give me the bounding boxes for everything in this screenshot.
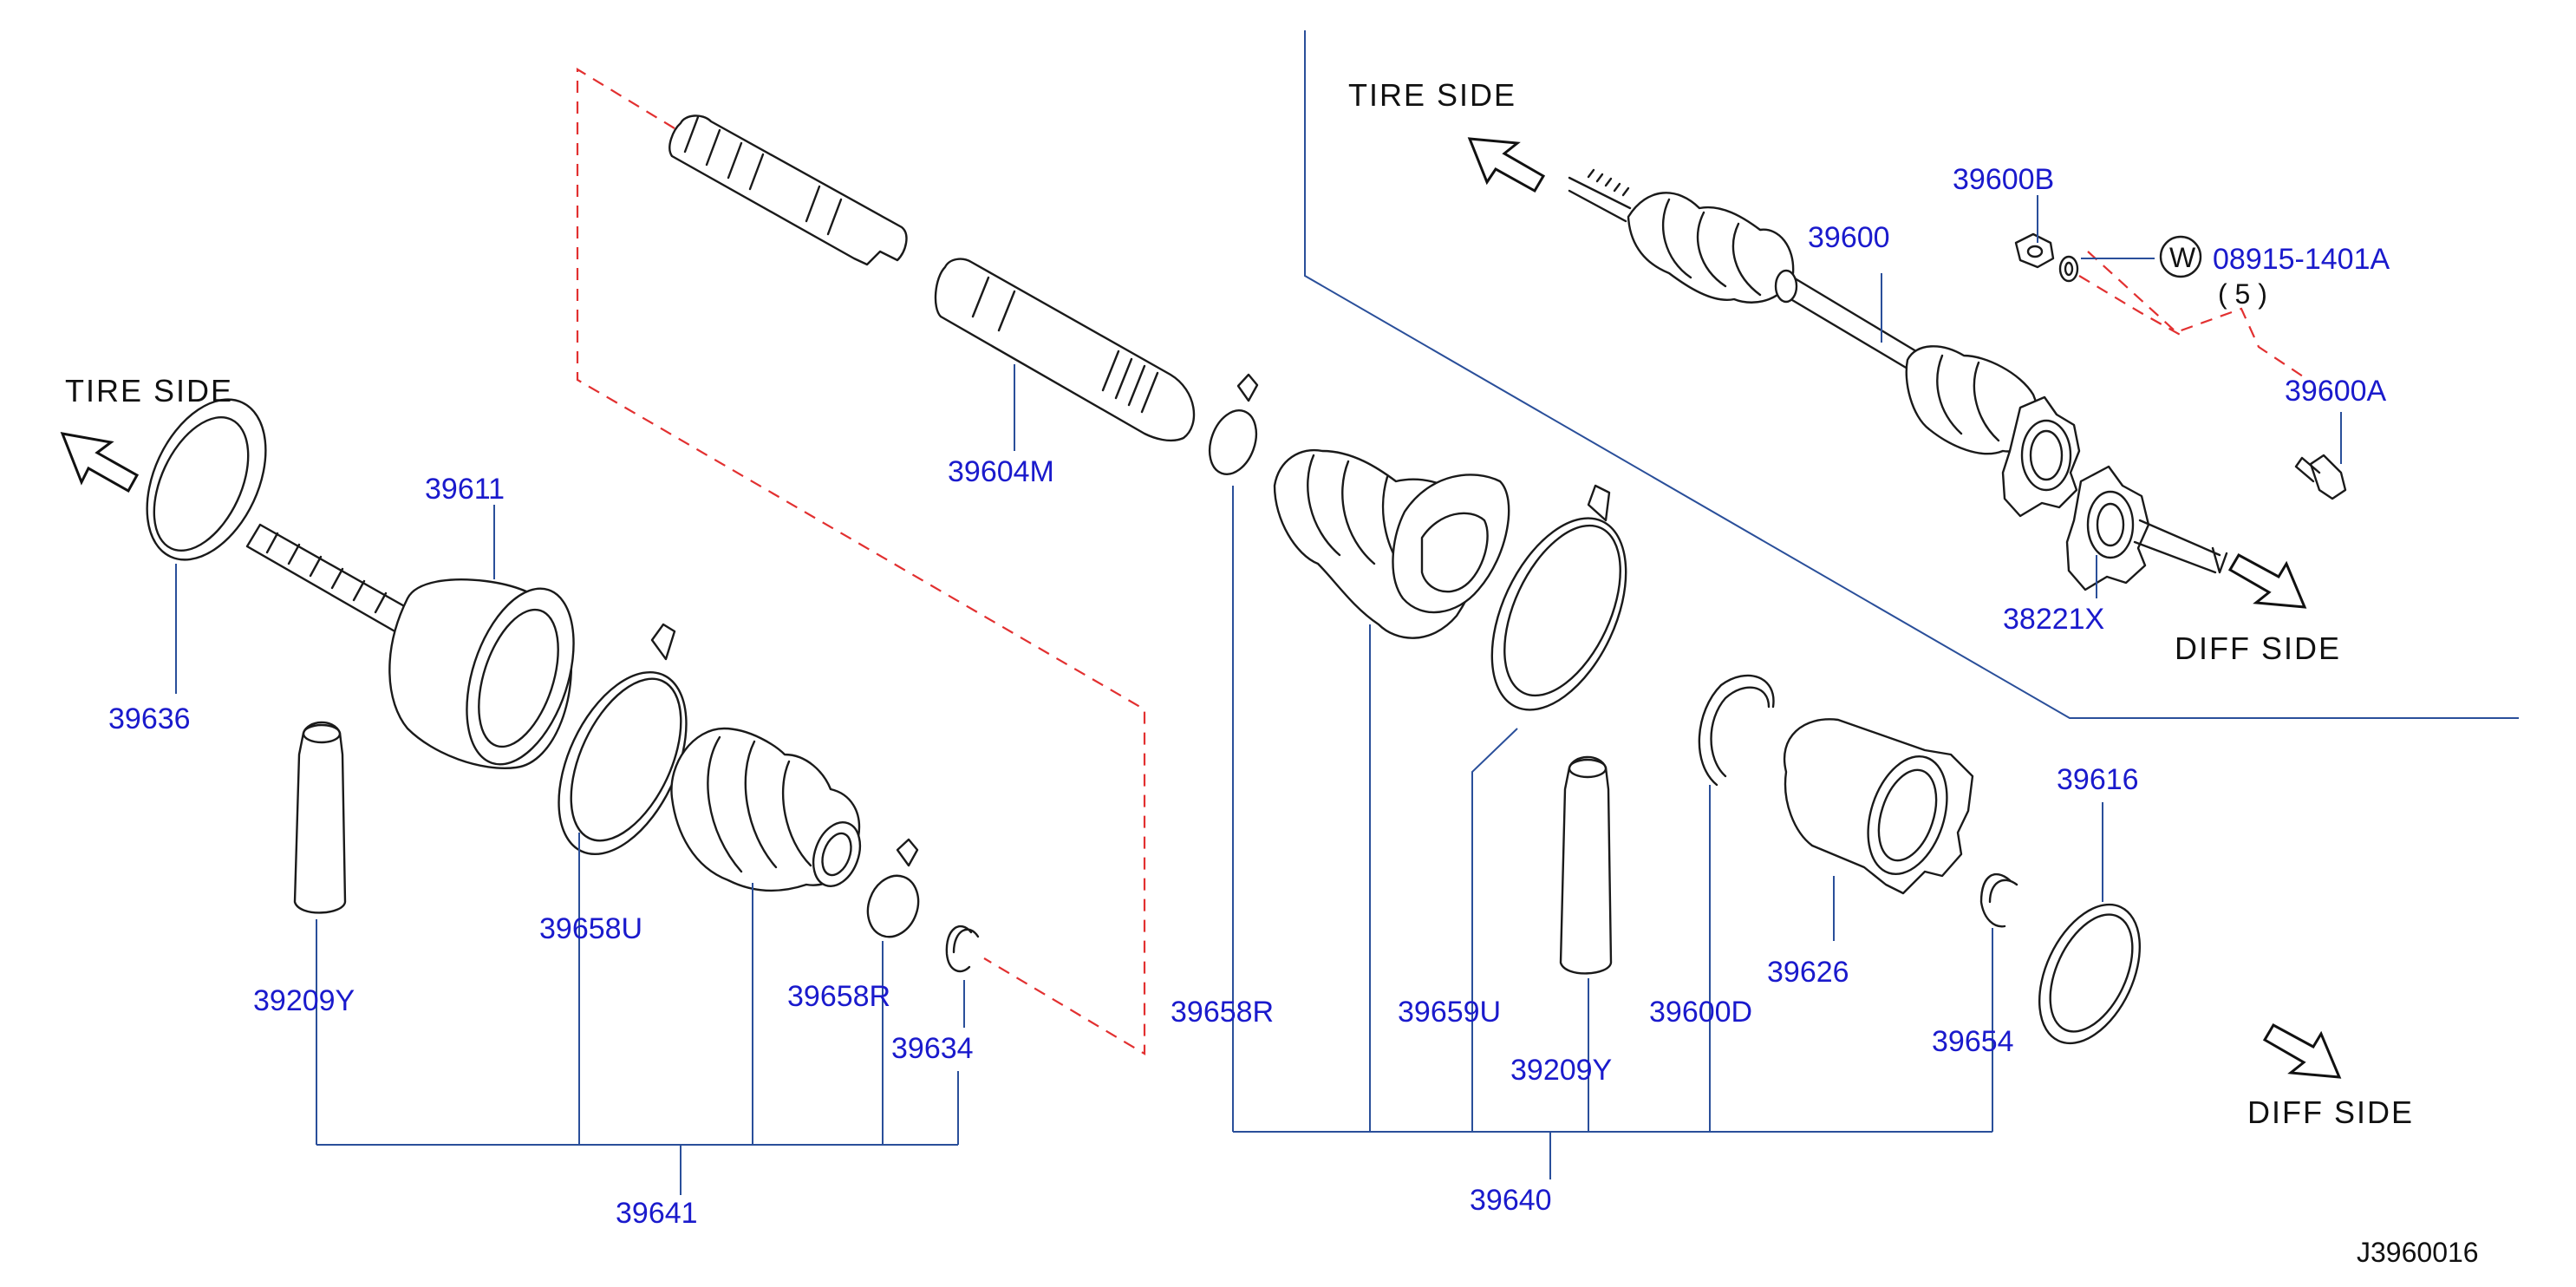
part-number-39641: 39641	[616, 1197, 698, 1230]
part-number-39659u: 39659U	[1398, 996, 1501, 1029]
part-number-39658r-right: 39658R	[1171, 996, 1274, 1029]
diff-side-label-inset: DIFF SIDE	[2175, 630, 2341, 666]
tire-side-label-inset: TIRE SIDE	[1348, 77, 1516, 113]
diff-side-label-right: DIFF SIDE	[2247, 1094, 2414, 1130]
quantity-label: ( 5 )	[2218, 278, 2267, 310]
part-number-08915-1401a: 08915-1401A	[2213, 243, 2390, 276]
figure-code: J3960016	[2357, 1237, 2479, 1268]
inset-frame	[1304, 30, 2519, 719]
part-number-39600: 39600	[1808, 221, 1890, 254]
part-number-39634: 39634	[891, 1032, 974, 1065]
part-number-39654: 39654	[1932, 1025, 2014, 1058]
part-number-39636: 39636	[108, 702, 191, 735]
part-number-39600b: 39600B	[1953, 163, 2054, 196]
part-number-39640: 39640	[1470, 1184, 1552, 1217]
dashed-group-outline	[576, 68, 2314, 1055]
part-number-39600d: 39600D	[1649, 996, 1752, 1029]
part-number-39616: 39616	[2057, 763, 2139, 796]
washer-symbol-circle	[2159, 235, 2202, 278]
tire-side-label-left: TIRE SIDE	[65, 373, 233, 408]
part-number-38221x: 38221X	[2003, 603, 2104, 636]
leader-lines	[175, 195, 2342, 1195]
part-number-39626: 39626	[1767, 956, 1849, 989]
part-number-39658u: 39658U	[539, 912, 642, 945]
part-number-39604m: 39604M	[948, 455, 1054, 488]
part-number-39209y-left: 39209Y	[253, 984, 355, 1017]
part-number-39658r-left: 39658R	[787, 980, 890, 1013]
hollow-arrow-icon	[60, 137, 2342, 1079]
part-number-39209y-right: 39209Y	[1510, 1054, 1612, 1087]
washer-symbol: W	[2169, 242, 2196, 273]
exploded-parts	[146, 114, 2142, 1045]
part-number-39600a: 39600A	[2285, 375, 2387, 408]
drive-shaft-assembly-inset	[1568, 168, 2347, 591]
part-number-39611: 39611	[425, 473, 505, 506]
